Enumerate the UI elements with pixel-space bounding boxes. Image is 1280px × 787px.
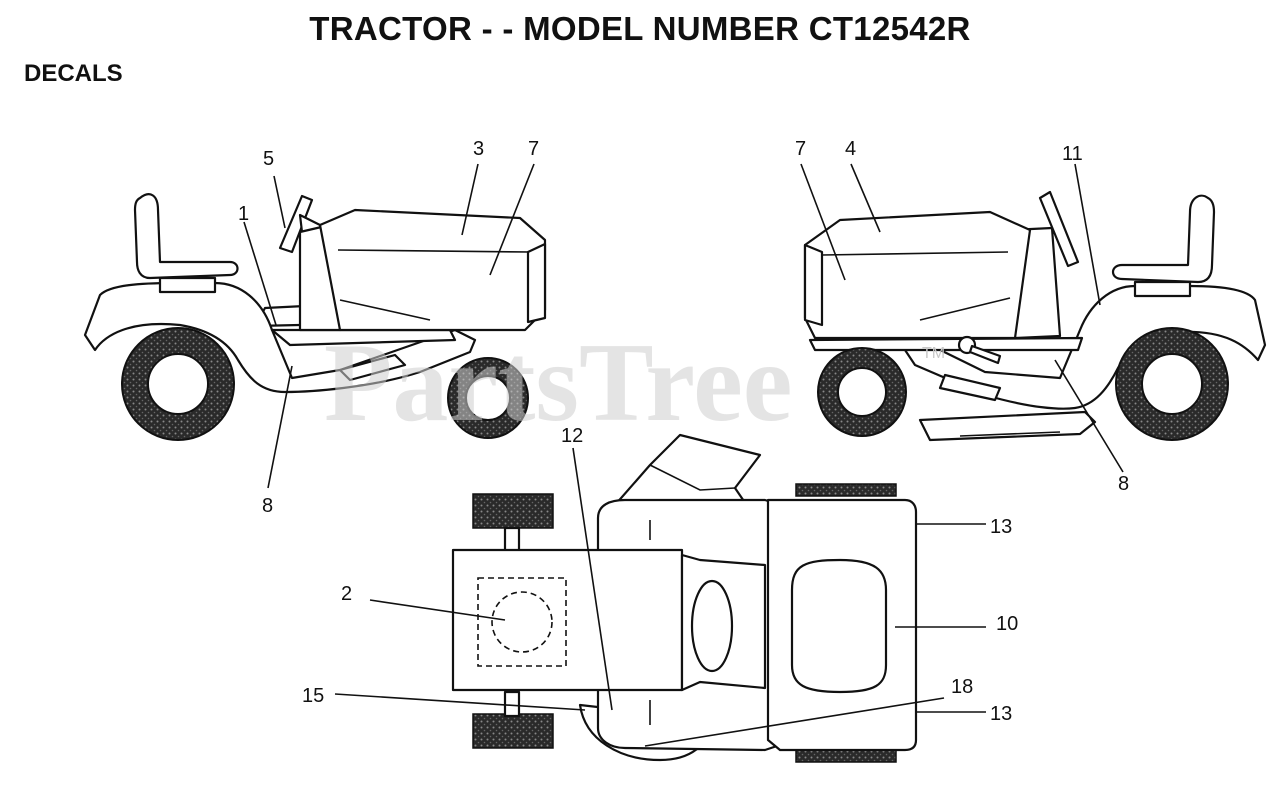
callout-top-13-upper: 13 <box>990 516 1012 538</box>
tractor-left-side-view <box>83 193 547 441</box>
callout-right-8: 8 <box>1118 473 1129 495</box>
callout-left-1: 1 <box>238 203 249 225</box>
callout-left-8: 8 <box>262 495 273 517</box>
callout-right-11: 11 <box>1062 143 1083 165</box>
callout-top-10: 10 <box>996 613 1018 635</box>
callout-top-12: 12 <box>561 425 583 447</box>
callout-top-2: 2 <box>341 583 352 605</box>
callout-left-7: 7 <box>528 138 539 160</box>
left-hood <box>318 208 547 332</box>
tractor-top-view <box>451 433 918 763</box>
callout-right-4: 4 <box>845 138 856 160</box>
right-mower-deck <box>918 410 1097 442</box>
callout-left-5: 5 <box>263 148 274 170</box>
callout-labels: 5 3 7 1 8 7 4 11 8 12 13 2 10 15 18 13 <box>238 138 1129 725</box>
page-title: TRACTOR - - MODEL NUMBER CT12542R <box>309 10 971 47</box>
leader-lines <box>243 163 1124 747</box>
watermark: PartsTree <box>324 321 793 445</box>
callout-top-15: 15 <box>302 685 324 707</box>
section-heading: DECALS <box>24 60 123 87</box>
right-seat <box>1111 194 1216 284</box>
callout-top-13-lower: 13 <box>990 703 1012 725</box>
callout-top-18: 18 <box>951 676 973 698</box>
left-steering-wheel <box>278 194 314 254</box>
discharge-chute <box>613 433 762 512</box>
left-seat <box>133 193 239 280</box>
callout-right-7: 7 <box>795 138 806 160</box>
callout-left-3: 3 <box>473 138 484 160</box>
right-steering-wheel <box>1038 190 1080 268</box>
watermark-trademark: TM <box>922 345 945 362</box>
right-hood <box>803 210 1032 340</box>
top-view-fender <box>451 548 684 692</box>
tractor-right-side-view <box>803 190 1267 442</box>
